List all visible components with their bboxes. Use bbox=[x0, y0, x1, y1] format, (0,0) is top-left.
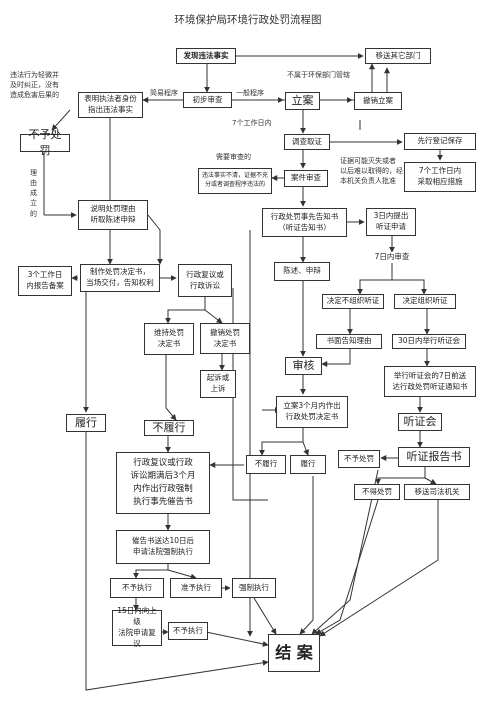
node-maintain: 维持处罚 决定书 bbox=[144, 323, 194, 355]
label-not-env: 不属于环保部门管辖 bbox=[287, 71, 350, 79]
node-fifteen-days: 15日内向上级 法院申请复议 bbox=[112, 606, 162, 648]
node-hearing-report: 听证报告书 bbox=[398, 447, 470, 467]
node-transfer: 移送其它部门 bbox=[365, 48, 431, 64]
node-urge-letter: 催告书送达10日后 申请法院强制执行 bbox=[116, 530, 210, 564]
node-thirty-days: 30日内举行听证会 bbox=[392, 334, 466, 349]
node-register: 先行登记保存 bbox=[404, 133, 476, 150]
node-case-review: 案件审查 bbox=[284, 170, 328, 187]
node-forced: 强制执行 bbox=[232, 578, 276, 598]
node-audit: 审核 bbox=[285, 357, 322, 375]
node-initial-review: 初步审查 bbox=[183, 92, 232, 108]
node-prior-notice: 行政处罚事先告知书 （听证告知书） bbox=[262, 208, 347, 237]
node-cancel-case: 撤销立案 bbox=[354, 92, 402, 110]
node-perform-mid: 履行 bbox=[290, 455, 326, 474]
node-written-reason: 书面告知理由 bbox=[316, 334, 382, 349]
node-reconsider: 行政复议或 行政诉讼 bbox=[178, 264, 232, 297]
node-to-judicial: 移送司法机关 bbox=[404, 484, 470, 500]
label-evidence-note: 证据可能灭失或者 以后难以取得的，经 本机关负责人批准 bbox=[340, 157, 403, 186]
node-seven-days-review: 7日内审查 bbox=[366, 252, 418, 263]
node-illegal-note: 违法事实不清，证据不充 分或者调查程序违法的 bbox=[198, 168, 272, 194]
node-three-months: 立案3个月内作出 行政处罚决定书 bbox=[276, 396, 348, 428]
node-recon-expire: 行政复议或行政 诉讼期满后3个月 内作出行政强制 执行事先催告书 bbox=[116, 452, 210, 514]
node-no-punish: 不得处罚 bbox=[354, 484, 400, 500]
node-seven-days-measures: 7个工作日内 采取相应措施 bbox=[404, 162, 476, 192]
label-simple-proc: 简易程序 bbox=[150, 89, 178, 97]
node-discover: 发现违法事实 bbox=[176, 48, 236, 64]
node-three-days-report: 3个工作日 内报告备案 bbox=[18, 266, 72, 296]
node-not-perform-mid: 不履行 bbox=[246, 455, 286, 474]
node-sue: 起诉或 上诉 bbox=[200, 370, 236, 398]
node-explain-reason: 说明处罚理由 听取陈述申辩 bbox=[78, 200, 148, 230]
label-seven-days-top: 7个工作日内 bbox=[232, 119, 272, 127]
node-three-days-req: 3日内提出 听证申请 bbox=[366, 208, 416, 236]
label-reason: 理 由 成 立 的 bbox=[30, 169, 37, 218]
node-hold-hearing: 决定组织听证 bbox=[394, 294, 456, 309]
label-general-proc: 一般程序 bbox=[236, 89, 264, 97]
node-not-perform-left: 不履行 bbox=[144, 420, 194, 436]
node-not-enforce2: 不予执行 bbox=[168, 622, 208, 640]
chart-title: 环境保护局环境行政处罚流程图 bbox=[174, 14, 322, 26]
node-identity: 表明执法者身份 指出违法事实 bbox=[78, 92, 143, 118]
node-file-case: 立案 bbox=[285, 92, 320, 110]
node-no-hearing: 决定不组织听证 bbox=[322, 294, 384, 309]
label-cross-review: 需要审查的 bbox=[216, 153, 251, 161]
node-revoke: 撤销处罚 决定书 bbox=[200, 323, 250, 354]
node-enforce-approve: 准予执行 bbox=[170, 578, 222, 598]
node-perform: 履行 bbox=[66, 414, 106, 432]
node-end: 结 案 bbox=[268, 634, 320, 672]
node-no-penalty-right: 不予处罚 bbox=[338, 450, 380, 468]
node-investigate: 调查取证 bbox=[284, 134, 330, 150]
node-make-decision: 制作处罚决定书， 当场交付，告知权利 bbox=[80, 264, 160, 292]
label-light-violation: 违法行为轻微并 及时纠正，没有 造成危害后果的 bbox=[10, 71, 59, 100]
node-not-enforce: 不予执行 bbox=[110, 578, 164, 598]
node-notice-seven: 举行听证会的7日前送 达行政处罚听证通知书 bbox=[384, 366, 476, 397]
node-statement: 陈述、申辩 bbox=[274, 262, 330, 281]
node-hearing-meeting: 听证会 bbox=[398, 413, 442, 431]
node-no-penalty-top: 不予处罚 bbox=[20, 128, 70, 157]
